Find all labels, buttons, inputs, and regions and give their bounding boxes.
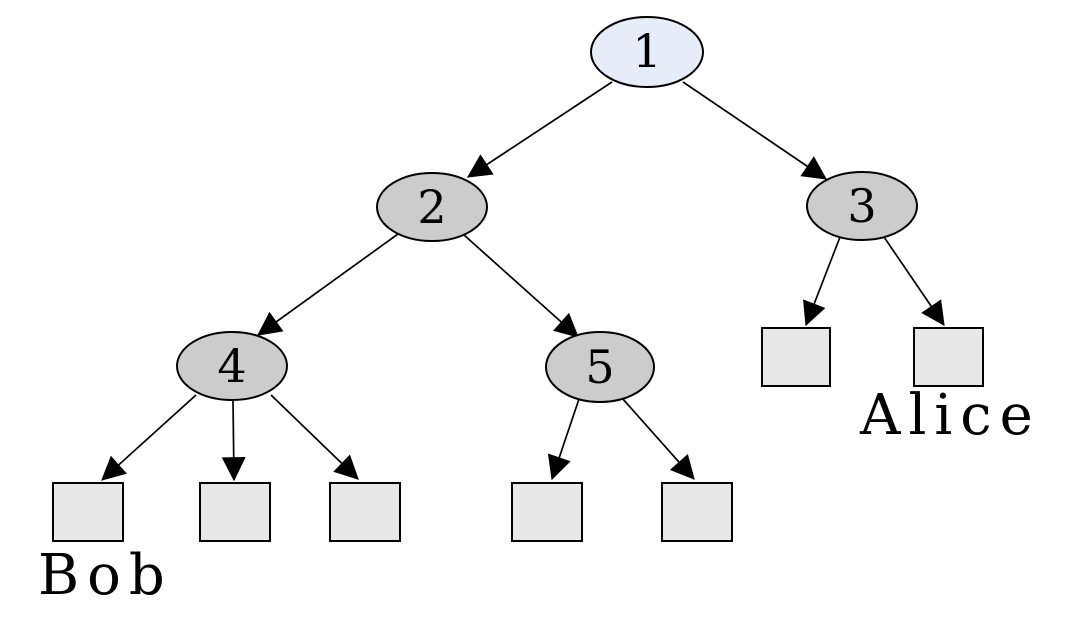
leaf-alice-shape bbox=[913, 327, 984, 387]
leaf-5-right-shape bbox=[661, 482, 733, 542]
node-1-shape bbox=[590, 16, 704, 88]
leaf-bob-shape bbox=[52, 482, 124, 542]
edge-2-4 bbox=[257, 233, 399, 336]
leaf-4-right-shape bbox=[329, 482, 401, 542]
node-3-shape bbox=[806, 171, 918, 241]
edge-3-leaf-left bbox=[803, 236, 841, 327]
node-2-label: 2 bbox=[417, 180, 446, 234]
leaf-label-bob: Bob bbox=[38, 543, 173, 608]
edge-1-2 bbox=[466, 81, 613, 178]
leaf-3-left-shape bbox=[761, 327, 831, 387]
node-1-label: 1 bbox=[632, 24, 661, 78]
edge-4-leaf-right bbox=[270, 394, 359, 480]
tree-nodes: 1 2 3 4 5 bbox=[176, 16, 918, 403]
edge-1-3 bbox=[682, 81, 827, 180]
node-2-shape bbox=[376, 172, 488, 242]
edge-5-leaf-left bbox=[547, 398, 580, 481]
edge-4-leaf-middle bbox=[221, 399, 246, 482]
edge-5-leaf-right bbox=[621, 397, 695, 480]
node-4-shape bbox=[176, 331, 288, 401]
node-3-label: 3 bbox=[847, 179, 876, 233]
node-5-label: 5 bbox=[585, 340, 614, 394]
edge-2-5 bbox=[463, 234, 579, 338]
edge-4-leaf-bob bbox=[101, 394, 197, 481]
node-4-label: 4 bbox=[217, 339, 246, 393]
edge-3-leaf-alice bbox=[883, 236, 945, 326]
node-5-shape bbox=[545, 331, 655, 403]
leaf-4-middle-shape bbox=[199, 482, 271, 542]
leaf-label-alice: Alice bbox=[859, 383, 1041, 448]
tree-edges bbox=[101, 81, 945, 482]
leaf-5-left-shape bbox=[511, 482, 583, 542]
tree-leaves bbox=[52, 327, 984, 542]
